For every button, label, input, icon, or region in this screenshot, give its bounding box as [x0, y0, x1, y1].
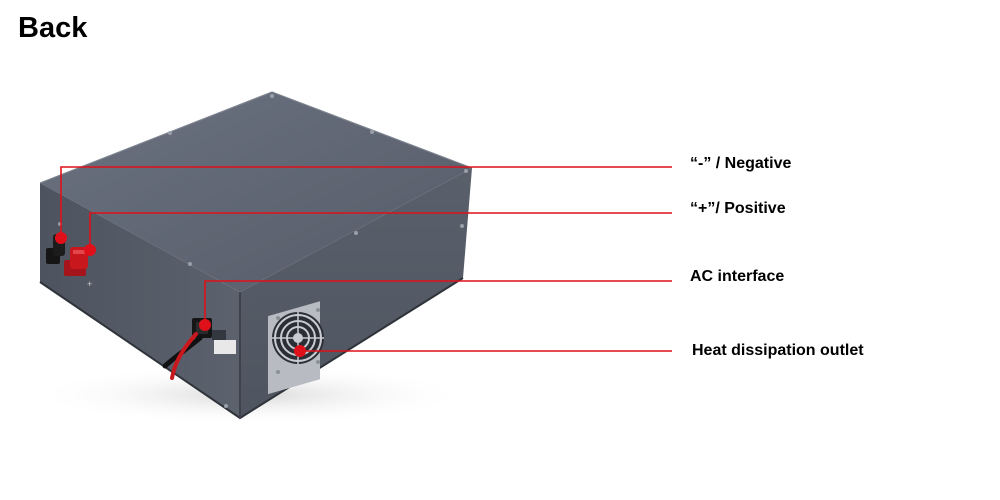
positive-terminal	[64, 247, 88, 276]
callout-label-heat-outlet: Heat dissipation outlet	[692, 342, 864, 359]
callout-label-positive: “+”/ Positive	[690, 200, 786, 217]
device-top-face	[40, 92, 472, 292]
screw	[354, 231, 358, 235]
callout-dot-negative	[55, 232, 67, 244]
callout-dot-heat	[294, 345, 306, 357]
screw	[460, 224, 464, 228]
device-top-edge	[39, 91, 473, 184]
screw	[370, 130, 374, 134]
callout-dot-positive	[84, 244, 96, 256]
callout-line-negative	[60, 166, 672, 235]
callout-label-negative: “-” / Negative	[690, 155, 792, 172]
callout-dot-ac	[199, 319, 211, 331]
callout-label-ac-interface: AC interface	[690, 268, 785, 285]
ac-cable-red	[170, 332, 198, 380]
callout-line-ac	[204, 280, 672, 322]
screw	[270, 94, 274, 98]
callout-line-positive	[89, 212, 672, 247]
page-title: Back	[18, 12, 88, 44]
plus-marking: +	[87, 279, 92, 289]
screw	[464, 169, 468, 173]
screw	[188, 262, 192, 266]
screw	[168, 131, 172, 135]
screw	[224, 404, 228, 408]
